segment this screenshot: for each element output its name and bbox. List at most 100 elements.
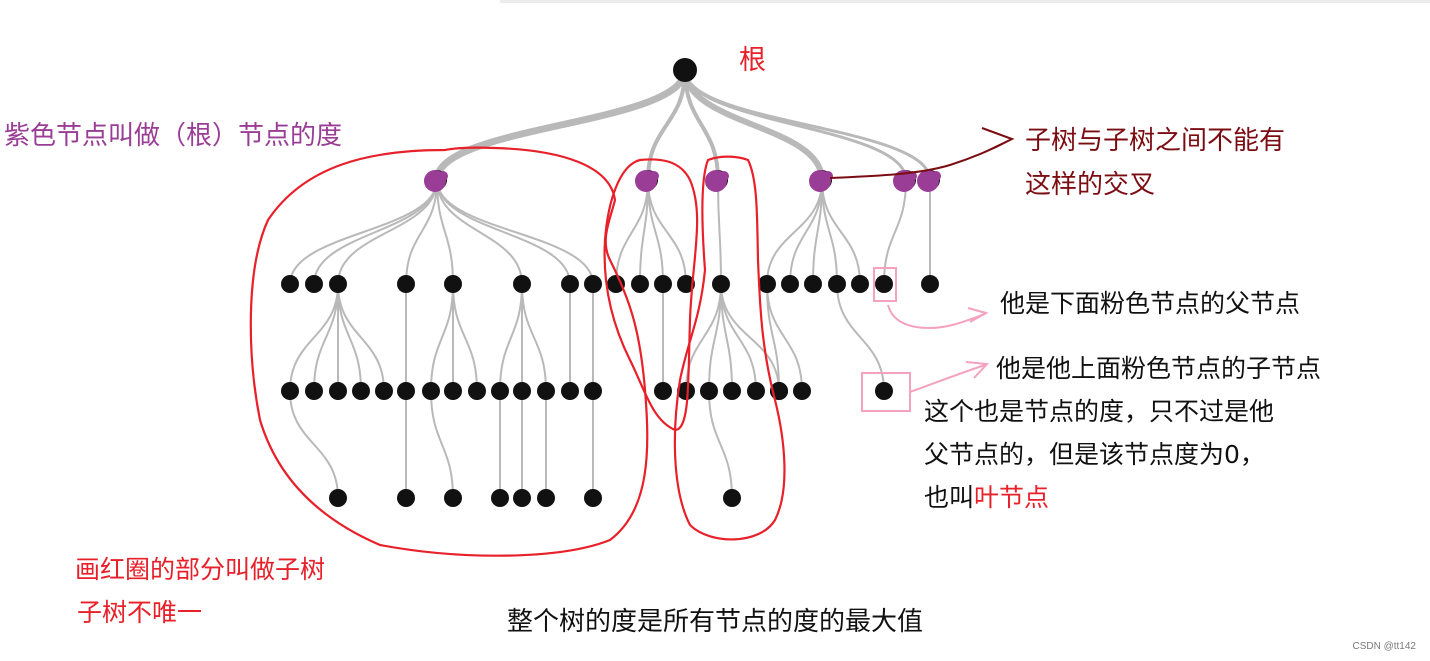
tree-node	[875, 275, 893, 293]
tree-node	[281, 275, 299, 293]
subtree-circle-left	[249, 146, 649, 557]
tree-node	[584, 275, 602, 293]
tree-edge	[337, 283, 385, 392]
subtree-annotation-line2: 子树不唯一	[77, 598, 203, 627]
subtree-circle-right	[673, 155, 786, 541]
tree-edge	[289, 283, 339, 392]
tree-node	[584, 489, 602, 507]
tree-edge	[766, 283, 803, 392]
leaf-annotation-prefix: 也叫	[924, 483, 975, 512]
tree-node	[677, 275, 695, 293]
tree-edge	[646, 69, 687, 181]
tree-node	[444, 489, 462, 507]
tree-edge	[430, 390, 454, 499]
tree-edge	[337, 179, 438, 285]
root-label: 根	[739, 45, 766, 76]
tree-edge	[436, 179, 594, 285]
annotation-marks	[249, 127, 1015, 557]
parent-note-arrow	[887, 304, 989, 330]
tree-edge	[499, 283, 523, 392]
tree-edge	[313, 283, 339, 392]
leaf-annotation-line1: 这个也是节点的度，只不过是他	[924, 397, 1275, 426]
tree-node	[561, 275, 579, 293]
tree-edge	[337, 283, 362, 392]
child-node-annotation: 他是他上面粉色节点的子节点	[996, 354, 1322, 383]
tree-node	[712, 275, 730, 293]
tree-node	[397, 275, 415, 293]
tree-node	[723, 382, 741, 400]
tree-node	[804, 275, 822, 293]
tree-node	[677, 382, 695, 400]
tree-node	[607, 275, 625, 293]
watermark: CSDN @tt142	[1352, 641, 1416, 652]
tree-node	[305, 382, 323, 400]
tree-node	[513, 382, 531, 400]
tree-node	[491, 382, 509, 400]
tree-node	[281, 382, 299, 400]
no-crossing-annotation-line2: 这样的交叉	[1025, 170, 1156, 200]
tree-edge	[313, 179, 438, 285]
tree-nodes	[281, 58, 941, 507]
tree-node	[375, 382, 393, 400]
window-top-edge	[500, 0, 1430, 3]
tree-node	[851, 275, 869, 293]
tree-node	[631, 275, 649, 293]
tree-node	[352, 382, 370, 400]
tree-node	[513, 489, 531, 507]
degree-node-highlight	[931, 171, 941, 181]
tree-node	[723, 489, 741, 507]
subtree-annotation-line1: 画红圈的部分叫做子树	[75, 555, 326, 584]
tree-edge	[821, 179, 861, 285]
tree-node	[468, 382, 486, 400]
degree-node-highlight	[438, 171, 448, 181]
tree-edge	[766, 179, 823, 285]
tree-edge	[433, 69, 689, 181]
degree-node-highlight	[823, 171, 833, 181]
degree-annotation: 紫色节点叫做（根）节点的度	[4, 121, 343, 151]
root-node	[673, 58, 697, 82]
tree-edge	[639, 179, 649, 285]
tree-node	[329, 489, 347, 507]
tree-node	[537, 382, 555, 400]
tree-node	[747, 382, 765, 400]
tree-edge	[717, 179, 722, 285]
tree-edge	[683, 69, 932, 181]
tree-node	[875, 382, 893, 400]
leaf-annotation-line3: 也叫叶节点	[924, 485, 1049, 510]
child-note-arrow	[909, 361, 990, 393]
leaf-annotation-line2: 父节点的，但是该节点度为0，	[924, 440, 1265, 469]
crossing-arrow	[829, 127, 1015, 179]
tree-node	[921, 275, 939, 293]
tree-edge	[405, 179, 438, 285]
tree-node	[305, 275, 323, 293]
degree-node-highlight	[719, 171, 729, 181]
parent-node-annotation: 他是下面粉色节点的父节点	[1000, 289, 1301, 318]
tree-node	[561, 382, 579, 400]
tree-edge	[647, 179, 687, 285]
tree-node	[828, 275, 846, 293]
tree-edge	[682, 69, 825, 181]
tree-degree-caption: 整个树的度是所有节点的度的最大值	[507, 607, 924, 637]
tree-edge	[436, 179, 523, 285]
tree-node	[444, 275, 462, 293]
tree-edge	[289, 179, 438, 285]
tree-node	[781, 275, 799, 293]
tree-edge	[720, 283, 780, 392]
tree-node	[397, 382, 415, 400]
tree-edge	[708, 390, 733, 499]
tree-edge	[812, 179, 823, 285]
tree-node	[329, 382, 347, 400]
degree-node-highlight	[649, 171, 659, 181]
tree-edge	[430, 283, 454, 392]
tree-edges	[289, 69, 932, 499]
tree-edge	[436, 179, 454, 285]
tree-edge	[521, 283, 547, 392]
tree-node	[444, 382, 462, 400]
tree-node	[758, 275, 776, 293]
tree-node	[700, 382, 718, 400]
tree-edge	[452, 283, 478, 392]
tree-node	[397, 489, 415, 507]
tree-node	[793, 382, 811, 400]
tree-node	[584, 382, 602, 400]
tree-node	[513, 275, 531, 293]
